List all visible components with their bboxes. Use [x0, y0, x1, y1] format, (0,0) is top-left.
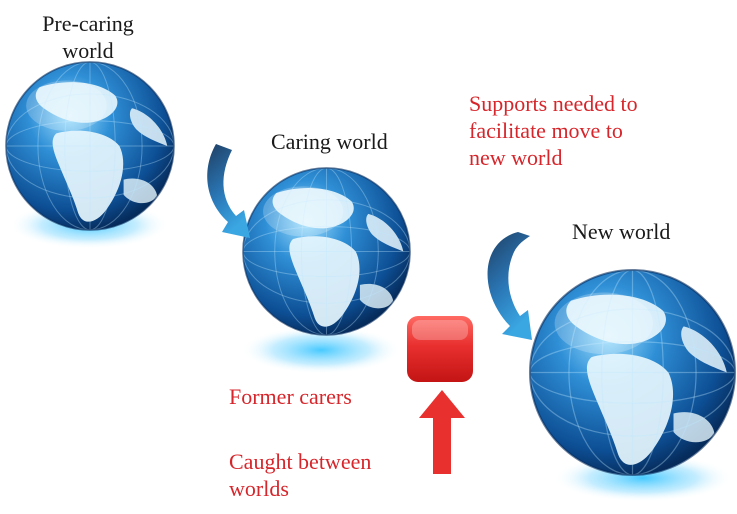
- label-pre-caring-line2: world: [62, 38, 114, 63]
- label-caught-between-worlds: Caught between worlds: [229, 448, 371, 502]
- globe-caring-shadow: [241, 326, 401, 374]
- label-caring-world: Caring world: [271, 129, 388, 154]
- label-supports-line2: facilitate move to: [469, 118, 623, 143]
- red-block-icon: [407, 316, 473, 382]
- globe-icon: [530, 270, 735, 475]
- label-pre-caring-world: Pre-caring world: [30, 10, 146, 64]
- label-caught-line2: worlds: [229, 476, 289, 501]
- label-supports-needed: Supports needed to facilitate move to ne…: [469, 90, 638, 171]
- label-caught-line1: Caught between: [229, 449, 372, 474]
- label-supports-line3: new world: [469, 145, 563, 170]
- curved-arrow-icon: [207, 144, 250, 238]
- label-pre-caring-line1: Pre-caring: [42, 11, 134, 36]
- curved-arrow-icon: [487, 232, 532, 340]
- label-new-world: New world: [572, 219, 671, 244]
- label-supports-line1: Supports needed to: [469, 91, 638, 116]
- globe-icon: [6, 62, 174, 230]
- label-former-carers: Former carers: [229, 384, 352, 409]
- globe-icon: [243, 168, 410, 335]
- up-arrow-icon: [419, 390, 465, 474]
